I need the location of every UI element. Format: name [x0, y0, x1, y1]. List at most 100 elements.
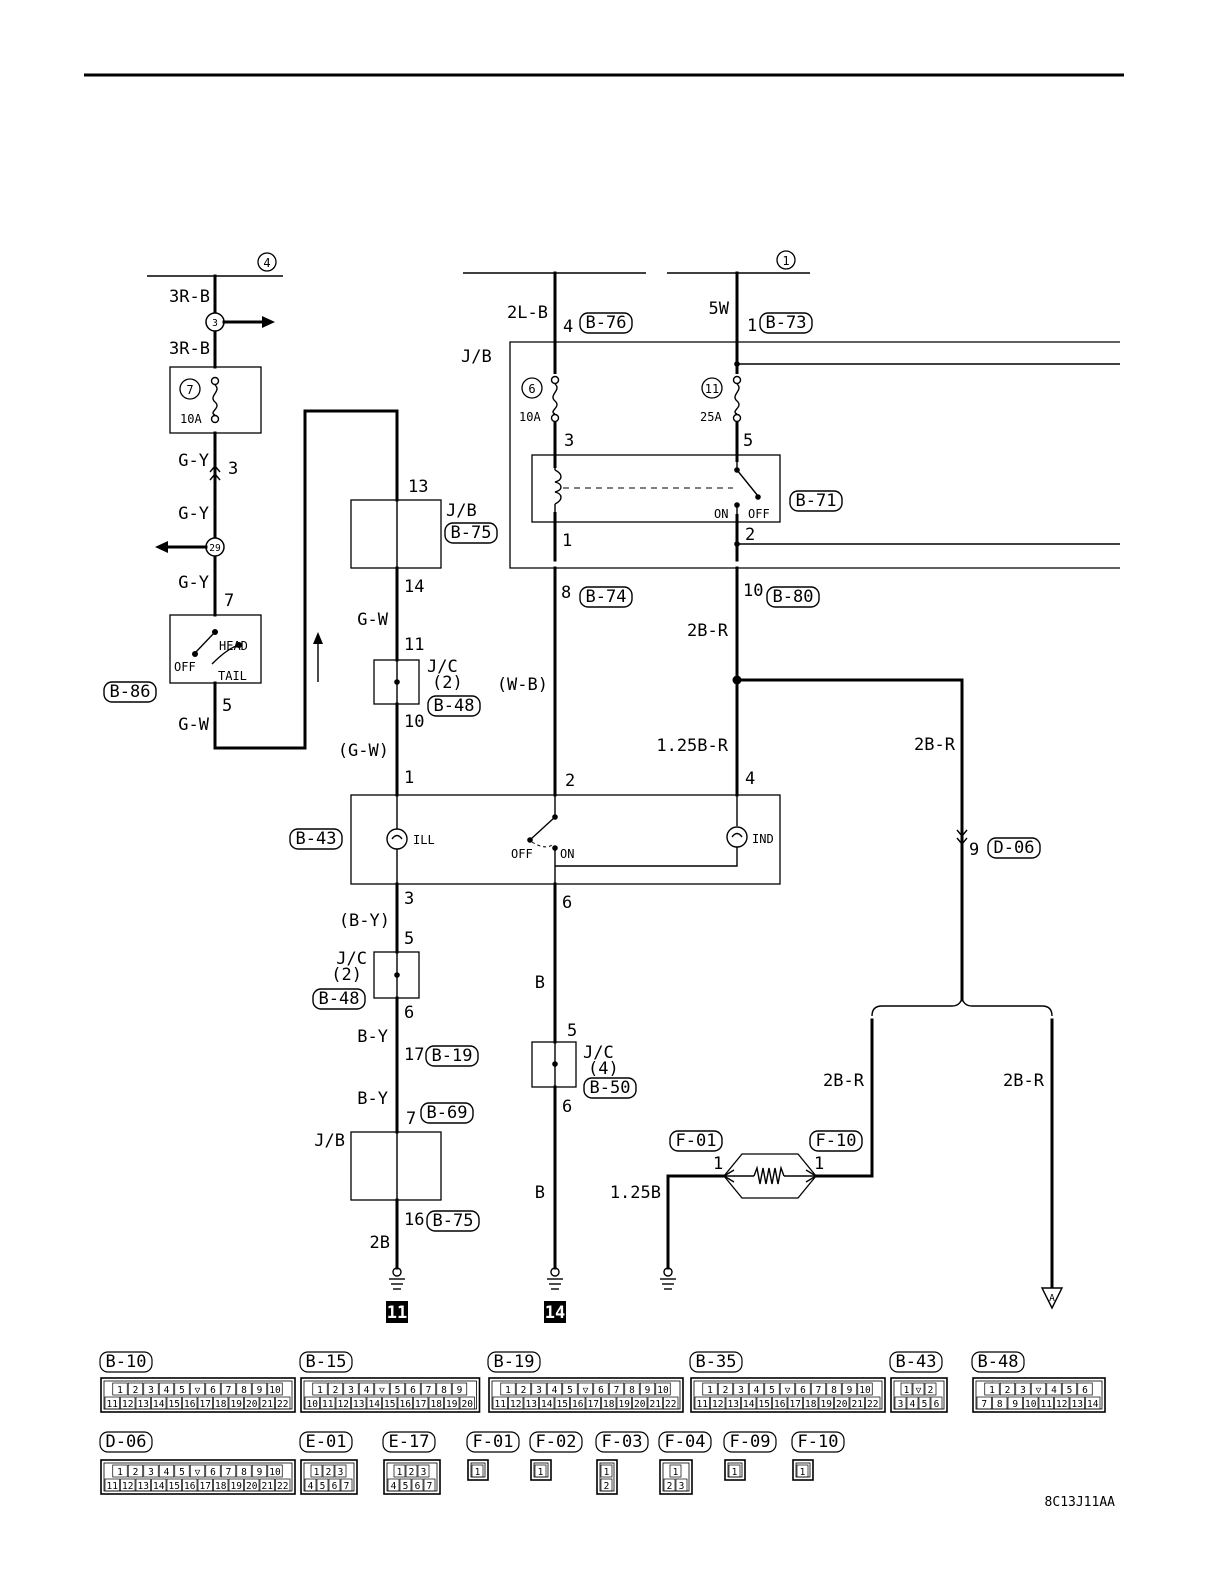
fuse-number: 11	[705, 382, 719, 396]
legend-pin-number: 22	[665, 1399, 676, 1410]
legend-pin-number: 2	[133, 1467, 139, 1478]
legend-pin-number: 1	[538, 1467, 544, 1478]
legend-pin-number: 14	[1087, 1399, 1099, 1410]
pin-label: 9	[969, 840, 979, 860]
legend-pin-number: 7	[344, 1481, 350, 1492]
legend-pin-number: ▽	[379, 1385, 385, 1396]
jb-label: J/B	[461, 347, 492, 367]
circle-4	[257, 252, 277, 272]
connector-tag-b80: B-80	[773, 587, 814, 607]
relay-on-label: ON	[714, 507, 728, 521]
legend-pin-number: 3	[536, 1385, 542, 1396]
legend-pin-number: 22	[277, 1481, 288, 1492]
jc-number: (2)	[331, 965, 362, 985]
legend-pin-number: 1	[475, 1467, 481, 1478]
legend-pin-number: 1	[117, 1385, 123, 1396]
legend-pin-number: 16	[184, 1481, 196, 1492]
pin-label: 7	[224, 591, 234, 611]
wire-label: B	[535, 1183, 545, 1203]
connector-tag-b19: B-19	[432, 1046, 473, 1066]
legend-pin-number: 15	[384, 1399, 395, 1410]
pin-label: 1	[562, 531, 572, 551]
legend-connector-face	[300, 1459, 358, 1495]
legend-connector-face	[724, 1459, 746, 1481]
ground-icon	[547, 1267, 563, 1290]
junction-block-b75-lower	[350, 1131, 442, 1201]
legend-pin-number: 11	[107, 1399, 119, 1410]
legend-connector-face	[300, 1377, 481, 1413]
legend-pin-number: 12	[122, 1399, 133, 1410]
legend-pin-number: 4	[1051, 1385, 1057, 1396]
legend-connector-face	[530, 1459, 552, 1481]
connector-mark-icon	[956, 829, 968, 846]
connector-tag-b50: B-50	[590, 1078, 631, 1098]
arrow-right-icon	[262, 316, 275, 328]
switch-tail-label: TAIL	[218, 669, 247, 683]
legend-connector-face	[383, 1459, 441, 1495]
wire-label: 5W	[709, 299, 730, 319]
wire-label: 3R-B	[169, 339, 210, 359]
ground-point-11-label: 11	[387, 1303, 407, 1323]
legend-tag-frame	[299, 1351, 353, 1373]
legend-pin-number: 4	[364, 1385, 370, 1396]
harness-brace	[871, 997, 1053, 1017]
legend-pin-number: 17	[200, 1481, 211, 1492]
pin-label: 5	[743, 431, 753, 451]
legend-pin-number: 21	[262, 1399, 274, 1410]
legend-connector-tag: B-19	[494, 1352, 535, 1372]
legend-pin-number: 18	[805, 1399, 817, 1410]
legend-pin-number: 17	[200, 1399, 211, 1410]
legend-pin-number: 17	[415, 1399, 426, 1410]
legend-pin-number: 1	[397, 1467, 403, 1478]
legend-pin-number: 9	[257, 1467, 263, 1478]
legend-pin-number: 9	[1012, 1399, 1018, 1410]
ill-label: ILL	[413, 833, 435, 847]
legend-pin-number: 10	[269, 1385, 281, 1396]
legend-pin-number: 7	[614, 1385, 620, 1396]
wire-label: 1.25B	[610, 1183, 661, 1203]
connector-tag-f10: F-10	[816, 1131, 857, 1151]
legend-connector-face	[100, 1459, 296, 1495]
fuse-rating: 10A	[519, 410, 541, 424]
legend-pin-number: 14	[153, 1481, 165, 1492]
wire-label: G-Y	[178, 504, 209, 524]
legend-pin-number: 10	[269, 1467, 281, 1478]
legend-tag-frame	[658, 1431, 712, 1453]
legend-tag-frame	[595, 1431, 649, 1453]
legend-pin-number: ▽	[195, 1385, 201, 1396]
legend-pin-number: ▽	[195, 1467, 201, 1478]
wire-label: 1.25B-R	[656, 736, 728, 756]
legend-pin-number: 7	[816, 1385, 822, 1396]
pin-label: 11	[404, 635, 424, 655]
jc-label: J/C	[583, 1043, 614, 1063]
legend-connector-tag: B-10	[106, 1352, 147, 1372]
legend-pin-number: 11	[697, 1399, 709, 1410]
fuse-rating: 10A	[180, 412, 202, 426]
legend-pin-number: 11	[495, 1399, 507, 1410]
legend-pin-number: 1	[317, 1385, 323, 1396]
legend-pin-number: 9	[457, 1385, 463, 1396]
connector-tag-b48: B-48	[319, 989, 360, 1009]
legend-pin-number: 18	[431, 1399, 443, 1410]
legend-pin-number: 20	[836, 1399, 848, 1410]
fuse-number: 7	[186, 383, 193, 397]
legend-pin-number: 2	[928, 1385, 934, 1396]
legend-pin-number: 13	[138, 1481, 149, 1492]
legend-pin-number: 5	[769, 1385, 775, 1396]
legend-pin-number: 7	[226, 1467, 232, 1478]
legend-pin-number: 8	[441, 1385, 447, 1396]
wire-label: G-Y	[178, 451, 209, 471]
legend-connector-face	[792, 1459, 814, 1481]
legend-tag-frame	[689, 1351, 743, 1373]
wire-label: 2B-R	[914, 735, 956, 755]
legend-pin-number: 3	[348, 1385, 354, 1396]
relay-coil-icon	[554, 469, 562, 505]
legend-pin-number: 7	[226, 1385, 232, 1396]
legend-pin-number: 22	[277, 1399, 288, 1410]
pin-label: 10	[743, 581, 763, 601]
legend-pin-number: 9	[257, 1385, 263, 1396]
pin-label: 3	[228, 459, 238, 479]
legend-pin-number: 12	[510, 1399, 521, 1410]
legend-pin-number: ▽	[916, 1385, 922, 1396]
